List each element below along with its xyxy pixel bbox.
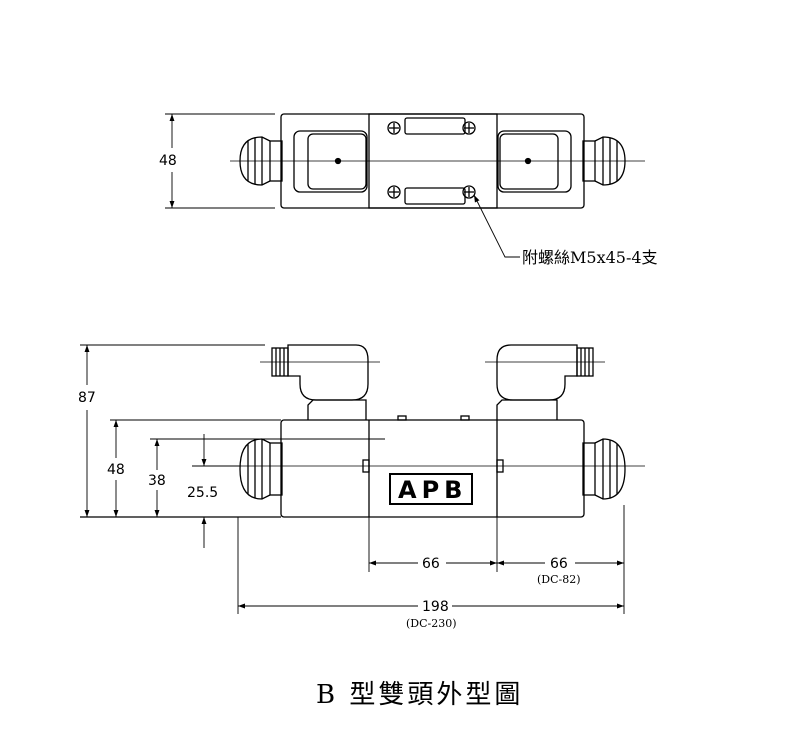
left-knob-front [239, 438, 271, 500]
right-solenoid-top [497, 130, 572, 193]
front-dim-48-label: 48 [107, 462, 125, 478]
left-connector-base [307, 399, 367, 420]
right-knob-front [594, 438, 626, 500]
front-horizontal-dims [237, 505, 625, 614]
front-dim-87-label: 87 [78, 390, 96, 406]
dim-198-sub: (DC-230) [406, 617, 457, 630]
left-solenoid-top [293, 130, 368, 193]
dim-66-right-label: 66 [550, 556, 568, 572]
left-connector-plug [287, 344, 369, 401]
screw-leader [473, 194, 520, 258]
front-dim-25-5-label: 25.5 [187, 485, 218, 501]
drawing-title: B 型雙頭外型圖 [316, 680, 523, 710]
brand-text: APB [398, 476, 467, 504]
top-dim-48-label: 48 [159, 153, 177, 169]
dim-66-right-sub: (DC-82) [537, 573, 581, 586]
right-connector-plug [496, 344, 578, 401]
front-dim-38-label: 38 [148, 473, 166, 489]
brand-badge [389, 473, 473, 505]
top-view [165, 113, 645, 258]
front-vertical-dims [80, 344, 385, 548]
dim-198-label: 198 [422, 599, 449, 615]
screw-callout: 附螺絲M5x45-4支 [522, 248, 658, 267]
screw-icon [387, 121, 476, 199]
front-view [230, 344, 645, 518]
right-connector-base [496, 399, 558, 420]
valve-body-front [280, 419, 585, 518]
dim-66-left-label: 66 [422, 556, 440, 572]
